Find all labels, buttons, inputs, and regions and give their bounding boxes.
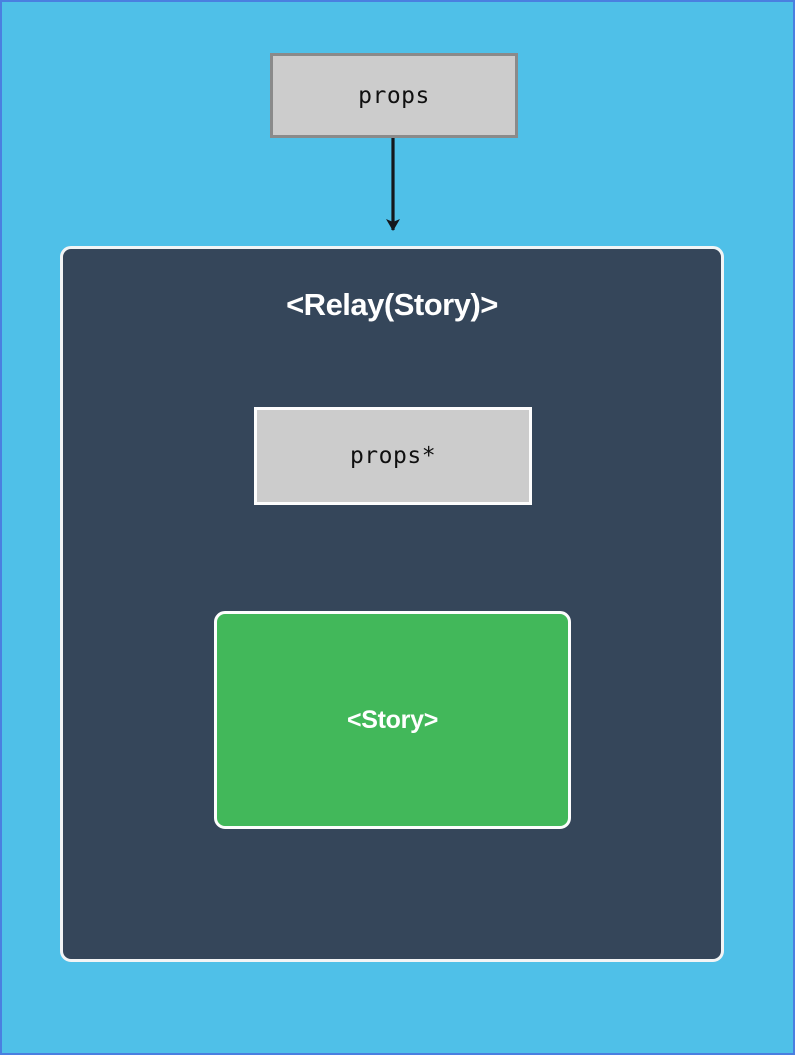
node-props-outer: props: [270, 53, 518, 138]
node-props-outer-label: props: [358, 82, 430, 109]
node-story-label: <Story>: [346, 705, 438, 734]
node-props-inner: props*: [254, 407, 532, 505]
node-story: <Story>: [214, 611, 571, 829]
node-relay-container-label: <Relay(Story)>: [286, 287, 498, 322]
node-props-inner-label: props*: [349, 443, 437, 469]
node-relay-container: <Relay(Story)>: [60, 246, 724, 962]
